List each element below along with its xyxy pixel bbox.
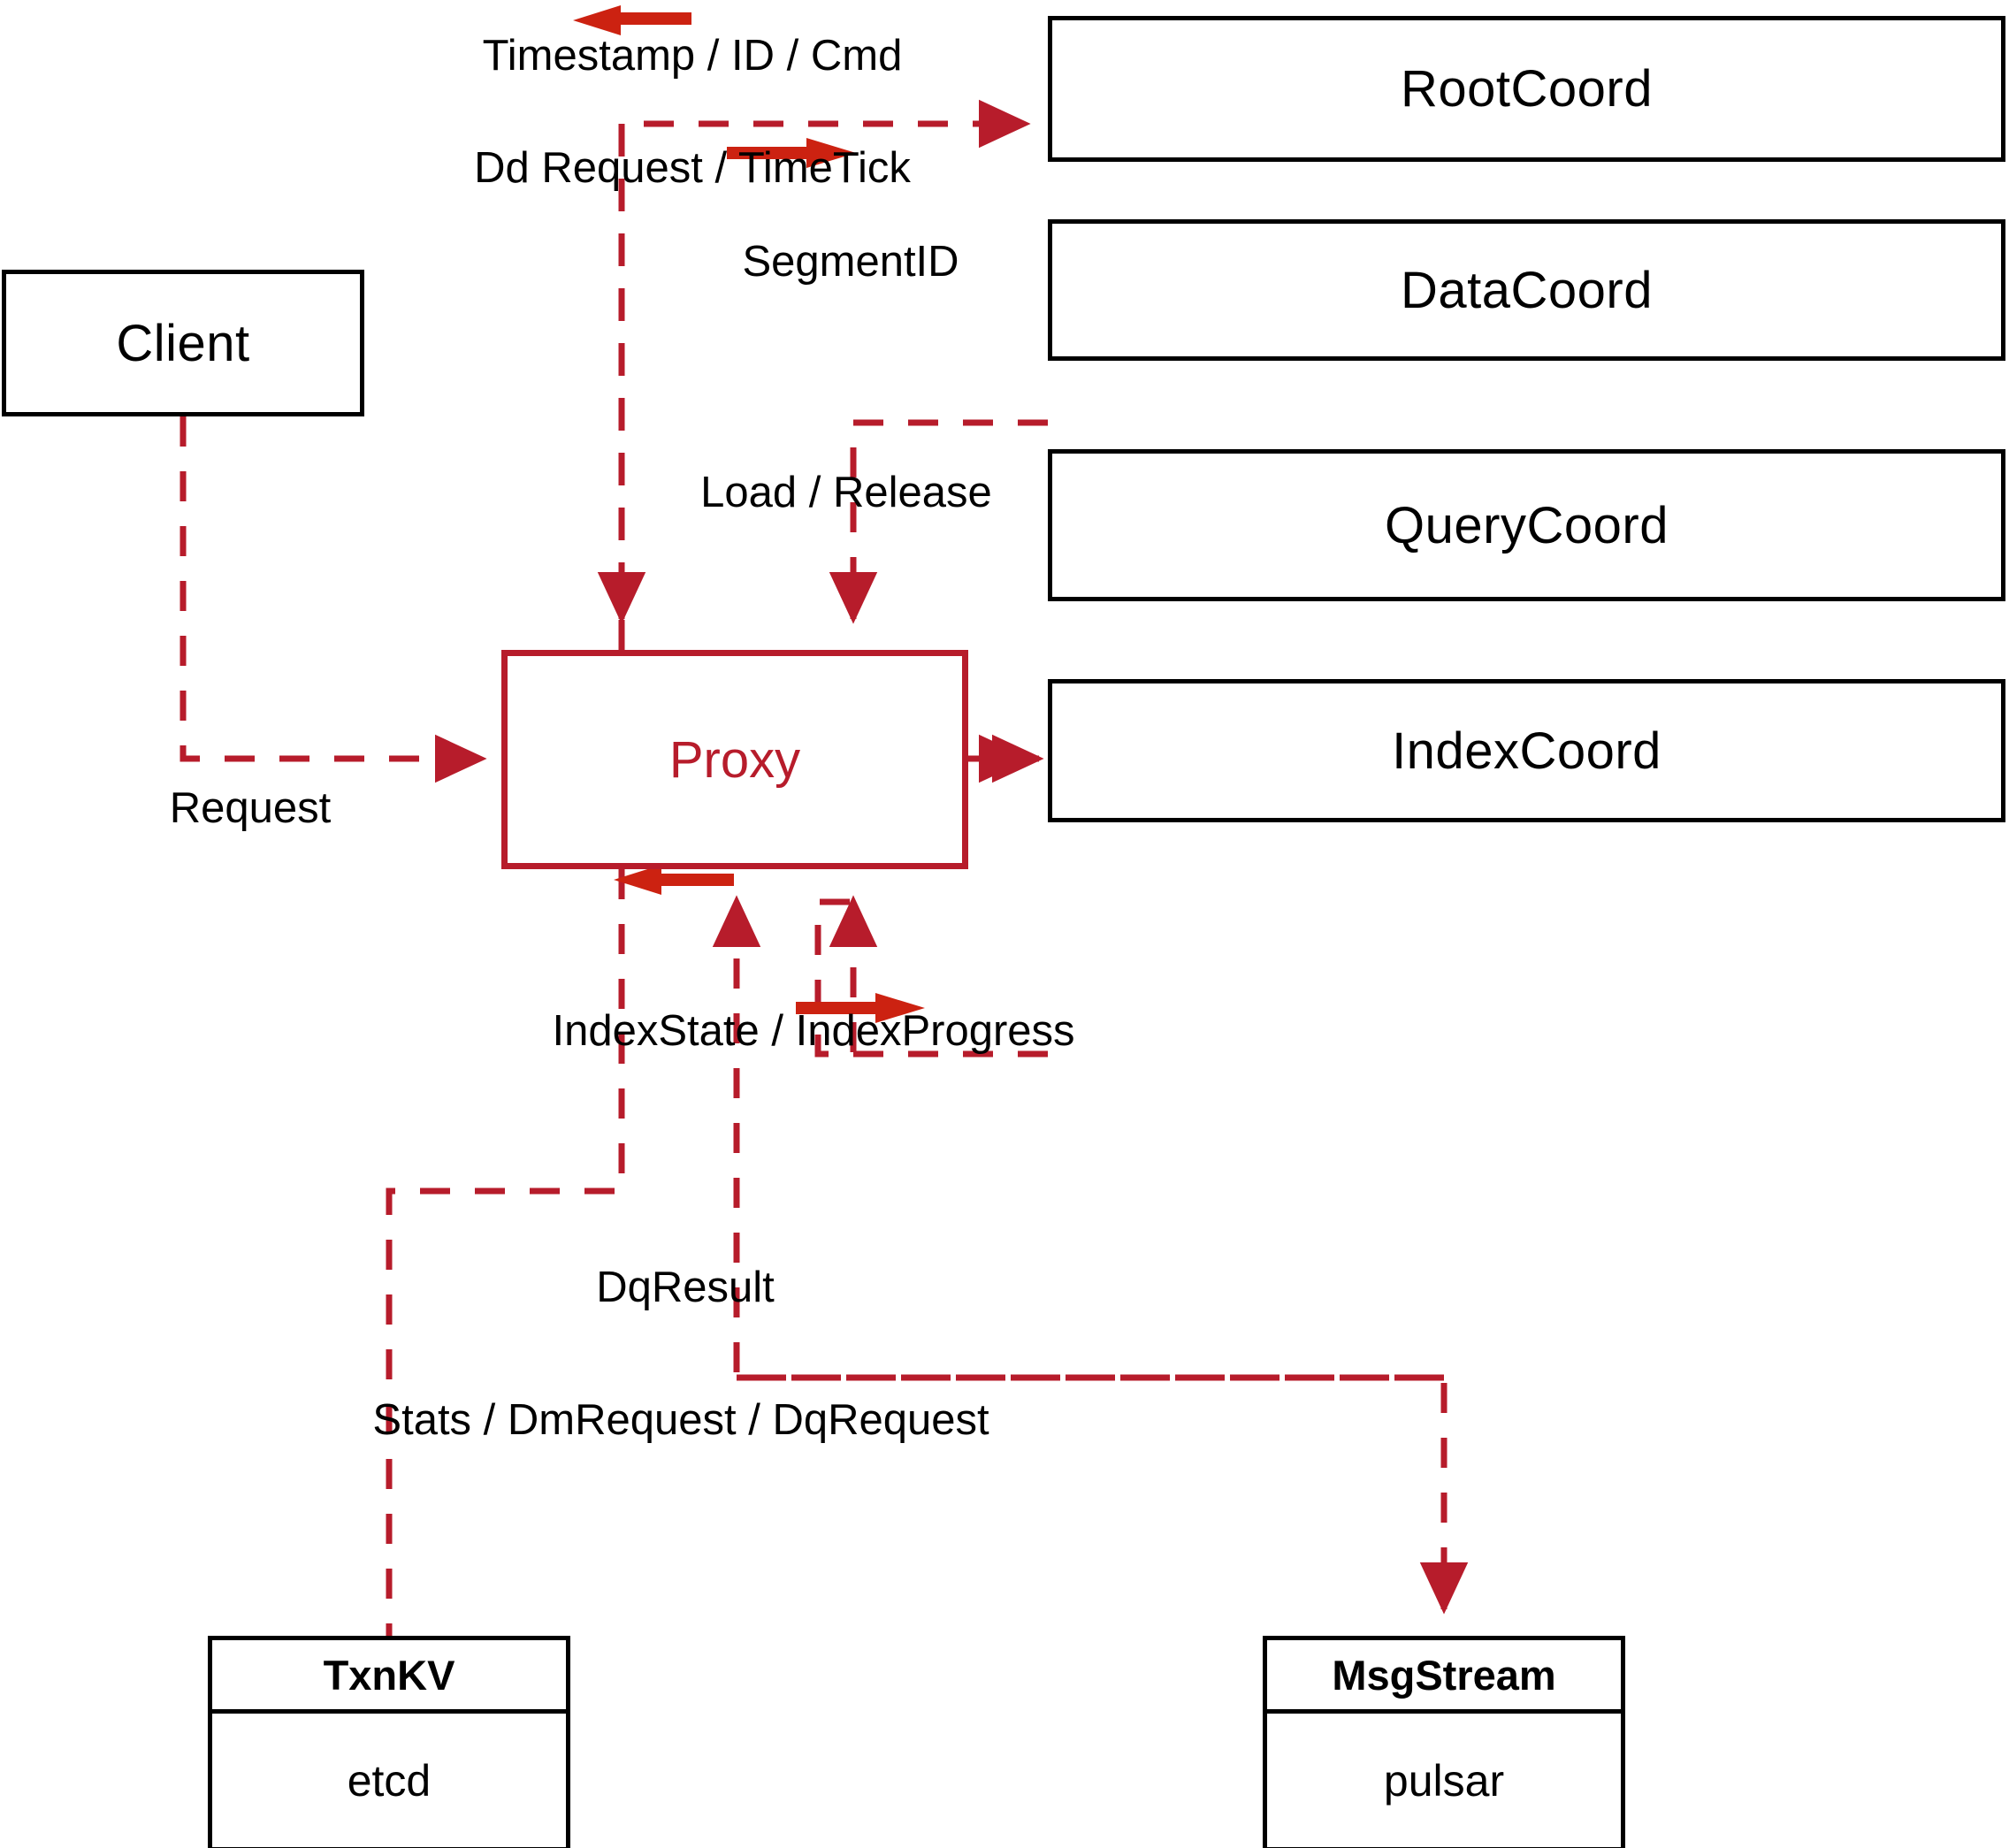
- node-indexcoord-label: IndexCoord: [1392, 722, 1661, 780]
- edge-msgstream-to-proxy: [712, 895, 1444, 1381]
- node-client-label: Client: [116, 314, 250, 372]
- node-proxy-label: Proxy: [668, 730, 801, 789]
- edge-label-load-release: Load / Release: [700, 469, 992, 516]
- edge-label-stats-dm-dq: Stats / DmRequest / DqRequest: [372, 1396, 989, 1444]
- edge-label-index-state: IndexState / IndexProgress: [552, 1007, 1075, 1055]
- node-client[interactable]: Client: [2, 270, 364, 416]
- edge-label-request: Request: [169, 784, 332, 832]
- node-proxy[interactable]: Proxy: [501, 650, 968, 869]
- edge-label-dqresult: DqResult: [596, 1264, 775, 1311]
- edge-label-segmentid: SegmentID: [742, 238, 959, 286]
- node-msgstream-body: pulsar: [1383, 1755, 1505, 1806]
- edge-proxy-to-txnkv: [386, 869, 625, 1636]
- edge-datacoord-to-proxy: [829, 419, 1048, 624]
- node-msgstream-header: MsgStream: [1267, 1640, 1621, 1714]
- node-txnkv[interactable]: TxnKV etcd: [208, 1636, 570, 1848]
- node-txnkv-header: TxnKV: [212, 1640, 566, 1714]
- node-rootcoord[interactable]: RootCoord: [1048, 16, 2005, 162]
- node-datacoord-label: DataCoord: [1401, 261, 1653, 319]
- node-rootcoord-label: RootCoord: [1401, 60, 1653, 118]
- dqresult-direction-arrow: [614, 865, 734, 895]
- edge-label-timestamp-id-cmd: Timestamp / ID / Cmd: [482, 32, 903, 80]
- node-indexcoord[interactable]: IndexCoord: [1048, 679, 2005, 822]
- edge-label-dd-request: Dd Request / TimeTick: [474, 144, 911, 192]
- edge-proxy-to-rootcoord: [618, 99, 1031, 650]
- node-querycoord[interactable]: QueryCoord: [1048, 449, 2005, 601]
- node-querycoord-label: QueryCoord: [1385, 496, 1669, 554]
- node-txnkv-body: etcd: [347, 1755, 432, 1806]
- edge-client-to-proxy: [180, 416, 487, 783]
- node-msgstream[interactable]: MsgStream pulsar: [1263, 1636, 1625, 1848]
- node-datacoord[interactable]: DataCoord: [1048, 219, 2005, 361]
